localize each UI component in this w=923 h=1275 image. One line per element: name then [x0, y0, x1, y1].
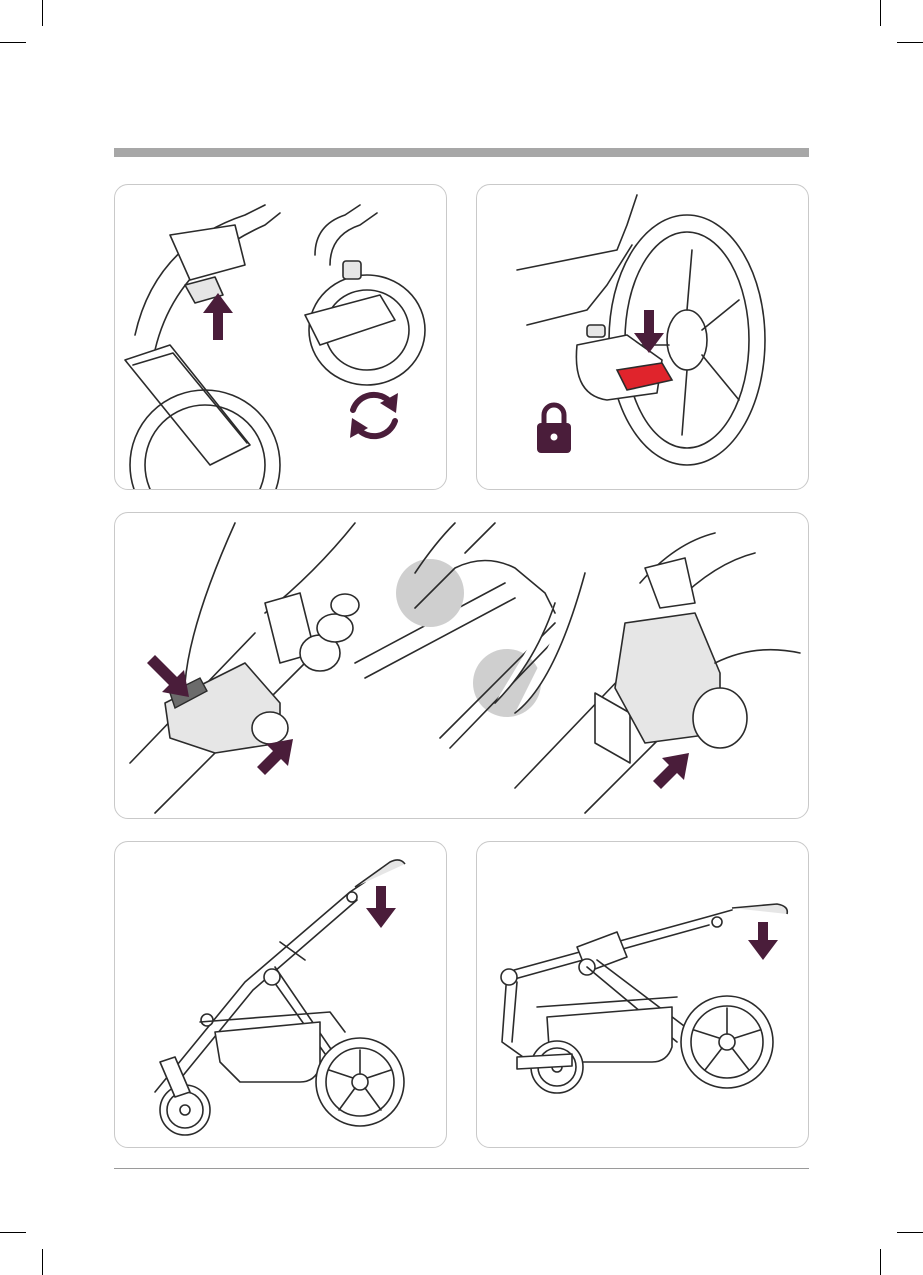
lock-icon [537, 405, 571, 453]
panel-brake-lock [476, 184, 809, 490]
illustration-fold-frame-continued [477, 842, 809, 1148]
panel-fold-frame [114, 841, 447, 1148]
header-bar [114, 148, 809, 157]
crop-mark [880, 0, 881, 26]
crop-mark [42, 1249, 43, 1275]
crop-mark [0, 1232, 26, 1233]
rotate-arrows-icon [350, 393, 398, 438]
crop-mark [897, 1232, 923, 1233]
arrow-diagonal-icon [653, 753, 689, 789]
panel-fold-release [114, 184, 447, 490]
illustration-brake-lock [477, 185, 809, 490]
crop-mark [42, 0, 43, 26]
illustration-fold-release [115, 185, 447, 490]
crop-mark [880, 1249, 881, 1275]
crop-mark [0, 42, 26, 43]
crop-mark [897, 42, 923, 43]
arrow-down-icon [748, 922, 778, 960]
illustration-handle-adjust [115, 513, 809, 819]
illustration-fold-frame [115, 842, 447, 1148]
footer-rule [114, 1168, 809, 1169]
panel-fold-frame-continued [476, 841, 809, 1148]
arrow-down-icon [366, 886, 396, 928]
arrow-diagonal-icon [147, 655, 189, 697]
panel-handle-adjust [114, 512, 809, 819]
